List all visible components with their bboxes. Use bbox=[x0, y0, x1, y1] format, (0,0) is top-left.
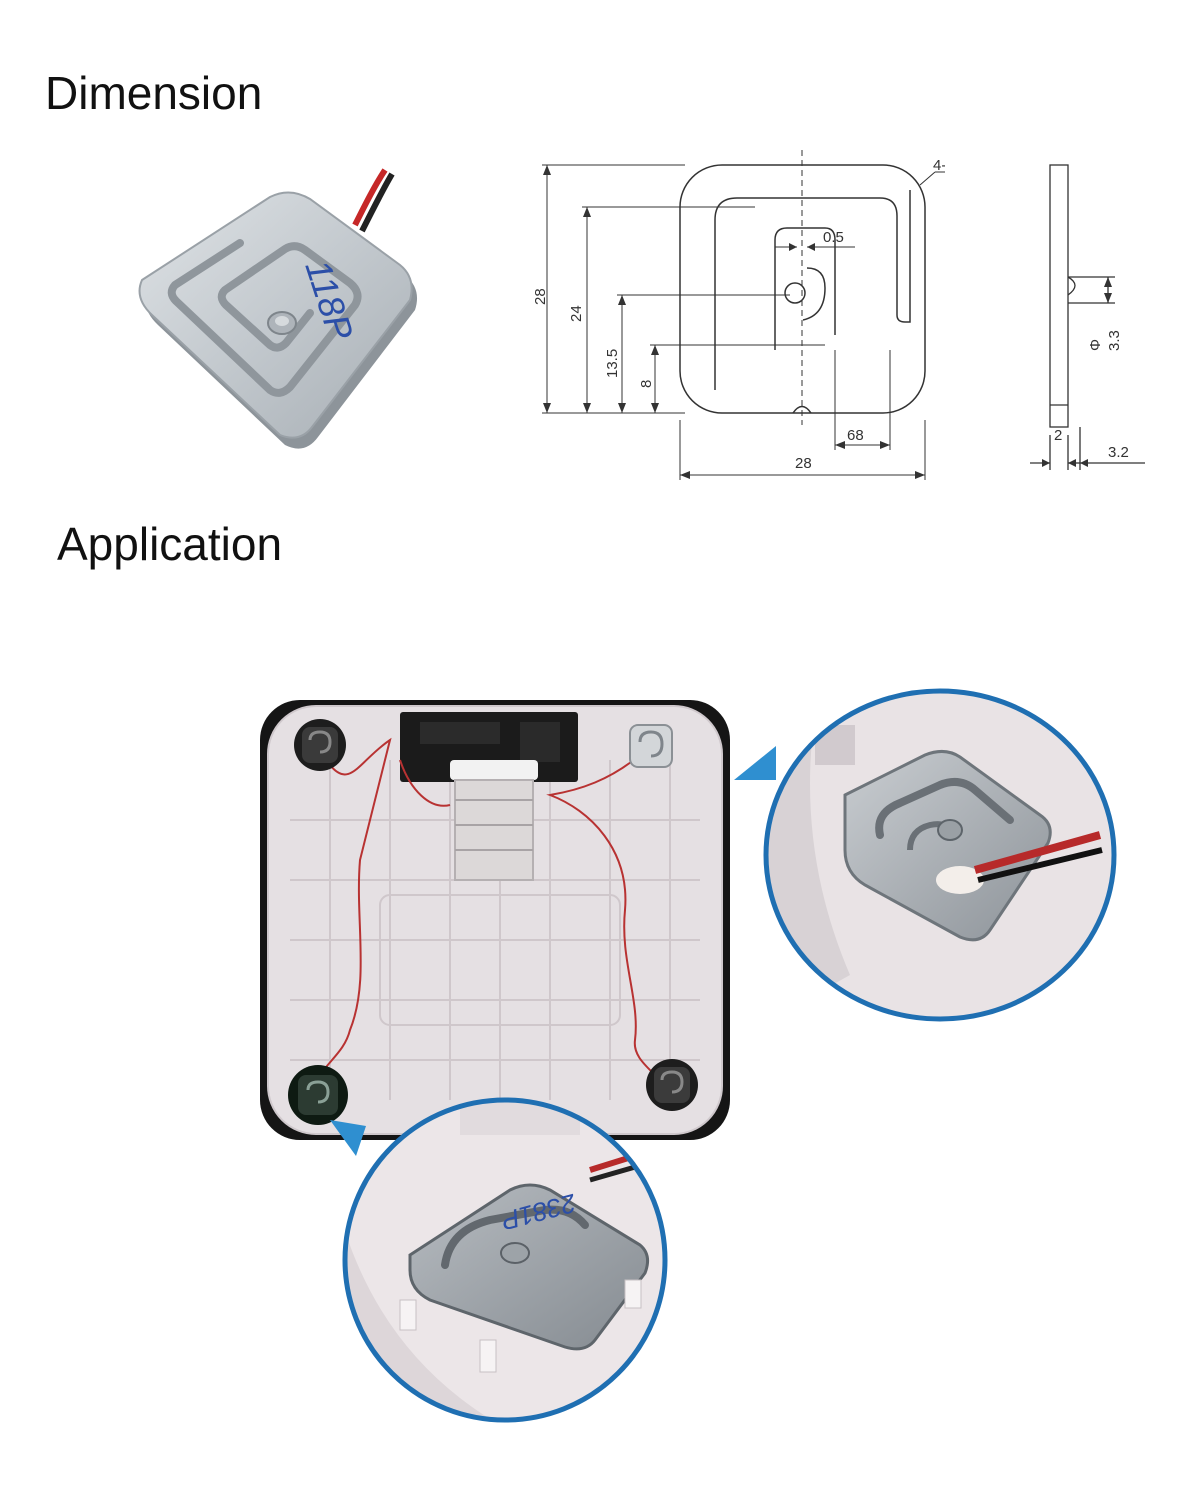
height-8-label: 8 bbox=[638, 380, 655, 388]
height-13-5-label: 13.5 bbox=[604, 349, 621, 378]
radius-label: 4-R7 bbox=[933, 157, 945, 174]
thickness-3-2-label: 3.2 bbox=[1108, 444, 1129, 461]
arrow-down-icon bbox=[330, 1120, 366, 1156]
front-view-drawing: 4-R7 0.5 28 24 13.5 8 68 28 bbox=[532, 150, 945, 480]
zoom-circle-right bbox=[763, 688, 1117, 1022]
load-cell-bottom-right bbox=[646, 1059, 698, 1111]
arrow-right-icon bbox=[734, 746, 776, 780]
zoom-circle-bottom: 2381P bbox=[342, 1097, 668, 1423]
load-cell-photo: 118P bbox=[138, 168, 418, 449]
hole-dia-symbol: Φ bbox=[1087, 339, 1104, 351]
application-heading: Application bbox=[57, 518, 283, 570]
hole-dia-label: 3.3 bbox=[1106, 330, 1123, 351]
load-cell-bottom-left bbox=[288, 1065, 348, 1125]
offset-68-label: 68 bbox=[847, 427, 864, 444]
side-view-drawing: Φ 3.3 2 3.2 bbox=[1030, 164, 1145, 470]
height-28-label: 28 bbox=[532, 288, 549, 305]
dimension-heading: Dimension bbox=[45, 67, 263, 119]
thickness-2-label: 2 bbox=[1054, 427, 1062, 444]
scale-base-photo bbox=[260, 700, 730, 1140]
load-cell-top-left bbox=[294, 719, 346, 771]
height-24-label: 24 bbox=[568, 305, 585, 322]
load-cell-top-right bbox=[629, 724, 673, 768]
width-28-label: 28 bbox=[795, 455, 812, 472]
slot-width-label: 0.5 bbox=[823, 229, 844, 246]
